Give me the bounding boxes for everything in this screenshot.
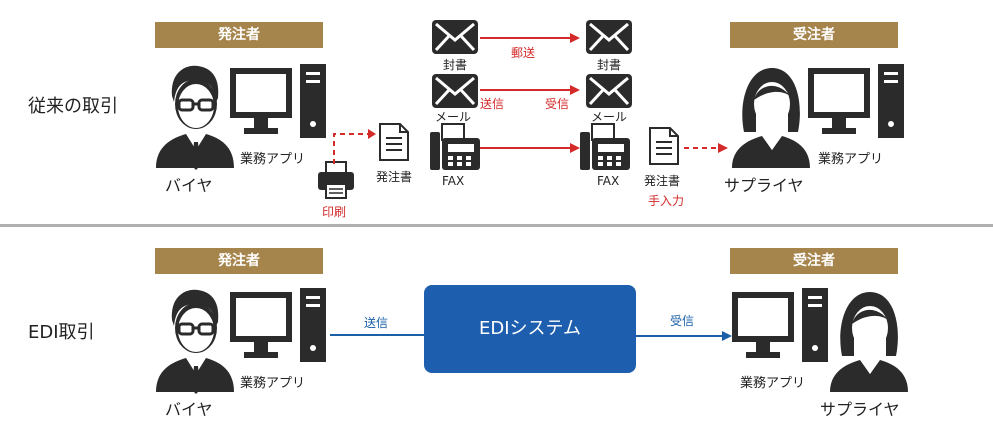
- print-label: 印刷: [322, 205, 347, 219]
- letter-label-left: 封書: [443, 58, 468, 72]
- receive-label-top: 受信: [545, 97, 570, 111]
- email-label-right: メール: [591, 110, 628, 124]
- row-title-traditional: 従来の取引: [28, 96, 118, 117]
- supplier-app-label-bottom: 業務アプリ: [740, 376, 806, 391]
- supplier-app-label-top: 業務アプリ: [818, 152, 884, 167]
- manual-input-dashed-arrow: [684, 143, 728, 153]
- send-label-top: 送信: [480, 97, 505, 111]
- edi-receive-arrow: [636, 331, 732, 341]
- manual-input-label: 手入力: [648, 194, 685, 208]
- print-dashed-arrow: [333, 129, 376, 164]
- edi-system-box: EDIシステム: [424, 285, 636, 373]
- orderer-label-bottom: 発注者: [155, 248, 323, 274]
- envelope-icon-email-left: [432, 74, 478, 108]
- section-divider: [0, 224, 993, 227]
- buyer-name-top: バイヤ: [165, 176, 213, 195]
- supplier-computer-icon: [808, 64, 904, 138]
- row-title-edi: EDI取引: [28, 322, 95, 343]
- fax-label-right: FAX: [597, 174, 620, 188]
- envelope-icon-letter-right: [586, 20, 632, 54]
- receive-label-bottom: 受信: [670, 314, 695, 328]
- order-document-icon-right: [649, 127, 679, 165]
- mail-flow-label: 郵送: [511, 46, 536, 60]
- buyer-app-label-top: 業務アプリ: [240, 152, 306, 167]
- fax-arrow: [480, 143, 580, 153]
- order-document-label-left: 発注書: [376, 170, 413, 184]
- envelope-icon-email-right: [586, 74, 632, 108]
- fax-icon-left: [430, 123, 480, 170]
- envelope-icon-letter-left: [432, 20, 478, 54]
- mail-arrow: [480, 33, 580, 43]
- send-label-bottom: 送信: [364, 316, 389, 330]
- edi-send-line: [330, 334, 424, 336]
- order-document-label-right: 発注書: [644, 174, 681, 188]
- fax-label-left: FAX: [442, 174, 465, 188]
- printer-icon: [318, 161, 354, 199]
- supplier-name-bottom: サプライヤ: [820, 400, 900, 419]
- buyer-male-icon: [156, 65, 234, 170]
- buyer-computer-icon-bottom: [230, 288, 326, 362]
- email-label-left: メール: [435, 110, 472, 124]
- buyer-male-icon-bottom: [156, 289, 234, 394]
- supplier-female-icon-bottom: [830, 292, 908, 392]
- fax-icon-right: [580, 123, 630, 170]
- buyer-name-bottom: バイヤ: [165, 400, 213, 419]
- order-document-icon-left: [379, 123, 409, 161]
- buyer-computer-icon: [230, 64, 326, 138]
- supplier-name-top: サプライヤ: [724, 176, 804, 195]
- letter-label-right: 封書: [597, 58, 622, 72]
- email-arrow: [480, 85, 580, 95]
- orderer-label-top: 発注者: [155, 22, 323, 48]
- buyer-app-label-bottom: 業務アプリ: [240, 376, 306, 391]
- supplier-computer-icon-bottom: [732, 288, 828, 362]
- receiver-label-bottom: 受注者: [730, 248, 898, 274]
- supplier-female-icon: [732, 68, 810, 168]
- receiver-label-top: 受注者: [730, 22, 898, 48]
